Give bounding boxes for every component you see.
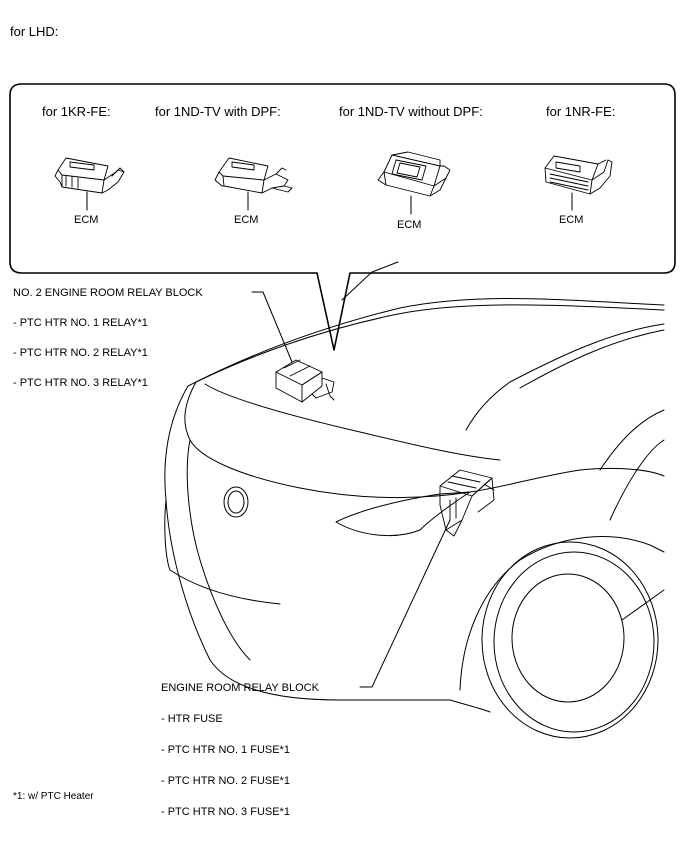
- ecm-label-1nr: ECM: [559, 214, 584, 226]
- variant-heading-1nd-nodpf: for 1ND-TV without DPF:: [339, 104, 483, 119]
- variant-heading-1kr: for 1KR-FE:: [42, 104, 111, 119]
- ecm-1kr-icon: [54, 157, 125, 194]
- relay-block-item: - PTC HTR NO. 1 FUSE*1: [161, 744, 290, 756]
- relay-block-2-item: - PTC HTR NO. 3 RELAY*1: [13, 377, 148, 389]
- footnote: *1: w/ PTC Heater: [13, 791, 94, 802]
- ecm-1nd-dpf-icon: [214, 157, 293, 194]
- relay-block-item: - PTC HTR NO. 3 FUSE*1: [161, 806, 290, 818]
- relay-block-item: - PTC HTR NO. 2 FUSE*1: [161, 775, 290, 787]
- relay-block-2-leader: [251, 291, 293, 363]
- ecm-label-1kr: ECM: [74, 214, 99, 226]
- relay-block-2-item: - PTC HTR NO. 1 RELAY*1: [13, 317, 148, 329]
- relay-block-title: ENGINE ROOM RELAY BLOCK: [161, 682, 319, 694]
- ecm-1nr-icon: [544, 155, 613, 195]
- relay-block-2-item: - PTC HTR NO. 2 RELAY*1: [13, 347, 148, 359]
- ecm-label-1nd-dpf: ECM: [234, 214, 259, 226]
- variant-heading-1nr: for 1NR-FE:: [546, 104, 616, 119]
- relay-block-2-icon: [275, 359, 335, 403]
- relay-block-icon: [439, 469, 495, 537]
- ecm-1nd-nodpf-icon: [377, 151, 451, 197]
- relay-block-leader: [359, 519, 451, 688]
- ecm-label-1nd-nodpf: ECM: [397, 219, 422, 231]
- relay-block-item: - HTR FUSE: [161, 713, 223, 725]
- page-title: for LHD:: [10, 24, 59, 39]
- relay-block-2-title: NO. 2 ENGINE ROOM RELAY BLOCK: [13, 287, 203, 299]
- callout-bubble: [9, 83, 676, 351]
- vehicle-outline: [164, 261, 665, 739]
- variant-heading-1nd-dpf: for 1ND-TV with DPF:: [155, 104, 281, 119]
